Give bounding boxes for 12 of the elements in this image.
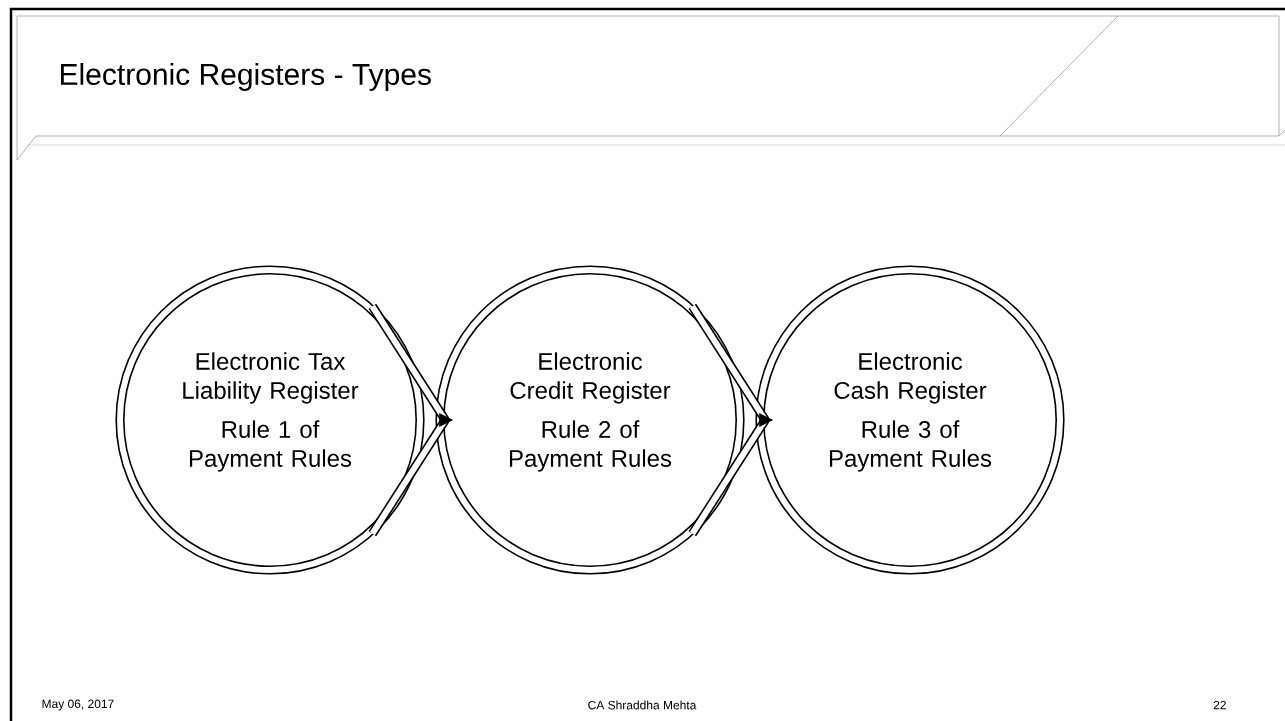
pointer-arrow [687,301,770,539]
register-circle [435,265,745,575]
circle-text: Electronic Credit Register Rule 2 of Payment Rules [509,352,672,472]
footer-text: May 06, 2017 [42,699,114,711]
pointer-arrow [367,301,450,539]
register-circle [755,265,1065,575]
slide-title: Electronic Registers - Types [61,63,431,91]
footer-text: CA Shraddha Mehta [588,700,697,710]
circle-text: Electronic Cash Register Rule 3 of Payment Rules [829,352,992,472]
footer-text: 22 [1213,700,1226,710]
circle-text: Electronic Tax Liability Register Rule 1 of Payment Rules [183,352,359,472]
register-circle [115,265,425,575]
